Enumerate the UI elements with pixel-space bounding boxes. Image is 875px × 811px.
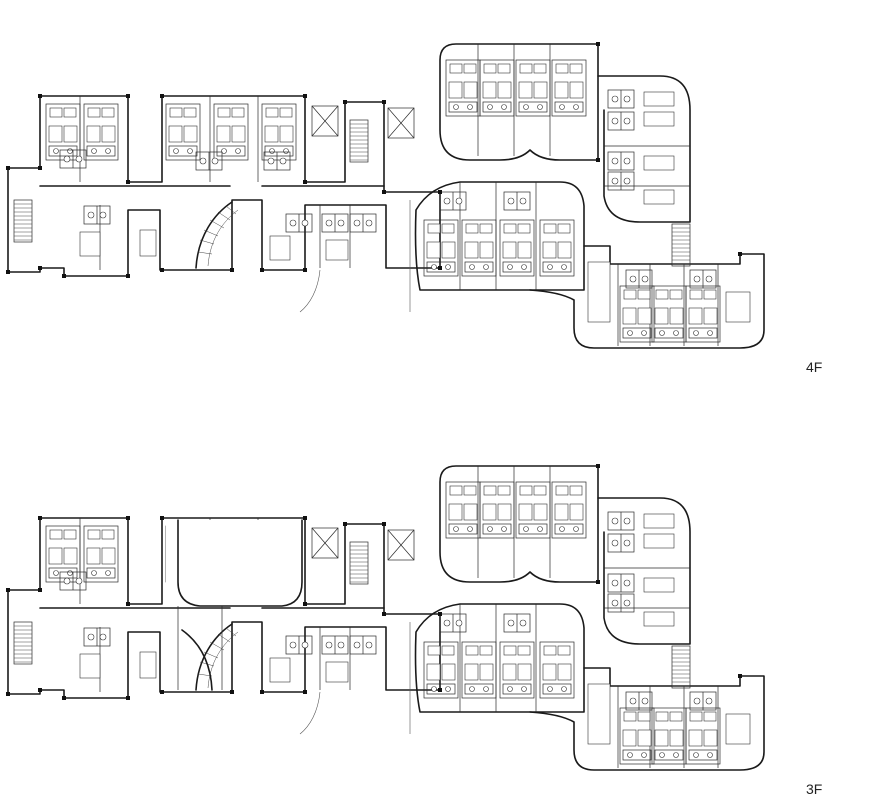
floor-plan-3f-atrium xyxy=(166,519,303,691)
floor-label-3f: 3F xyxy=(806,781,822,797)
floor-plan-3f xyxy=(6,464,764,770)
floor-plan-4f xyxy=(6,42,764,348)
floor-label-4f: 4F xyxy=(806,359,822,375)
